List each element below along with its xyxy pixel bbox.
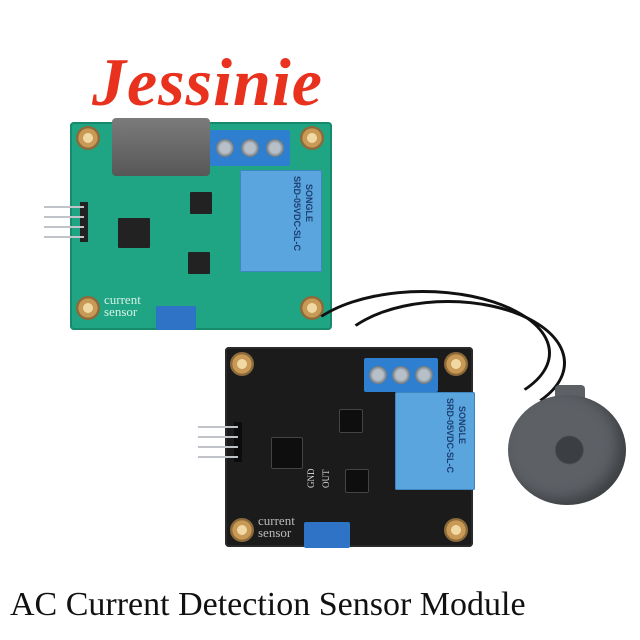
mount-hole [444,352,468,376]
pin-header [234,422,242,462]
mount-hole [444,518,468,542]
gnd-label: GND [306,468,316,489]
toroidal-current-transformer [508,395,626,505]
relay: SRD-05VDC-SL-C SONGLE [395,392,475,490]
relay-model: SRD-05VDC-SL-C [292,176,302,252]
potentiometer [304,522,350,548]
screw-terminal [210,130,290,166]
silkscreen-label: current sensor [104,292,141,319]
relay-brand: SONGLE [304,184,314,223]
ic-chip [272,438,302,468]
ic-chip [118,218,150,248]
relay: SRD-05VDC-SL-C SONGLE [240,170,322,272]
ic-chip [346,470,368,492]
ic-chip [190,192,212,214]
relay-brand: SONGLE [457,406,467,445]
onboard-current-transformer [112,118,210,176]
mount-hole [76,296,100,320]
out-label: OUT [321,469,331,489]
product-caption: AC Current Detection Sensor Module [10,586,526,623]
screw-terminal [364,358,438,392]
ic-chip [340,410,362,432]
potentiometer [156,306,196,330]
silkscreen-label: current sensor [258,513,295,540]
pin-header [80,202,88,242]
mount-hole [76,126,100,150]
mount-hole [300,126,324,150]
ic-chip [188,252,210,274]
mount-hole [230,518,254,542]
brand-logo: Jessinie [92,44,323,120]
sensor-wire [330,300,566,426]
relay-model: SRD-05VDC-SL-C [445,398,455,474]
mount-hole [230,352,254,376]
